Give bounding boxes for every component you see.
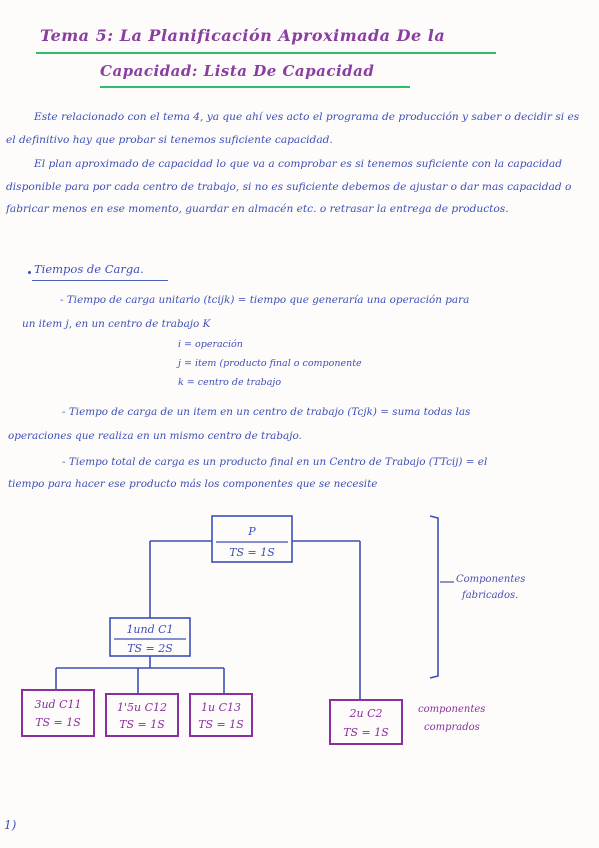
legend-k: k = centro de trabajo xyxy=(178,377,282,388)
bullet-dot xyxy=(28,271,31,274)
definition-1-a: - Tiempo de carga unitario (tcijk) = tie… xyxy=(60,294,470,306)
label-purchased-1: componentes xyxy=(418,704,485,715)
node-c2-ts: TS = 1S xyxy=(343,726,389,739)
node-c13-ts: TS = 1S xyxy=(198,718,244,731)
title-underline-1 xyxy=(36,52,496,54)
legend-j: j = item (producto final o componente xyxy=(178,358,362,369)
label-fabricated-1: Componentes xyxy=(456,574,525,585)
definition-3-b: tiempo para hacer ese producto más los c… xyxy=(8,478,378,490)
tree-connectors xyxy=(55,540,361,700)
node-c12-name: 1'5u C12 xyxy=(117,701,167,714)
node-root-ts: TS = 1S xyxy=(229,546,275,559)
section-underline xyxy=(32,280,168,281)
node-c12: 1'5u C12 TS = 1S xyxy=(105,693,179,737)
node-c1-ts: TS = 2S xyxy=(127,642,173,655)
manufactured-bracket xyxy=(429,515,439,679)
node-c2: 2u C2 TS = 1S xyxy=(329,699,403,745)
node-c11-ts: TS = 1S xyxy=(35,716,81,729)
node-c1: 1und C1 TS = 2S xyxy=(109,617,191,657)
node-c11-name: 3ud C11 xyxy=(34,698,81,711)
label-purchased-2: comprados xyxy=(424,722,480,733)
title-line-1: Tema 5: La Planificación Aproximada De l… xyxy=(40,26,446,45)
legend-i: i = operación xyxy=(178,339,243,350)
title-underline-2 xyxy=(100,86,410,88)
node-c13: 1u C13 TS = 1S xyxy=(189,693,253,737)
node-c11: 3ud C11 TS = 1S xyxy=(21,689,95,737)
intro-paragraph-1: Este relacionado con el tema 4, ya que a… xyxy=(6,111,580,146)
node-c2-name: 2u C2 xyxy=(349,707,383,720)
intro-paragraph-2: El plan aproximado de capacidad lo que v… xyxy=(6,158,572,215)
section-heading: Tiempos de Carga. xyxy=(34,262,144,276)
definition-3-a: - Tiempo total de carga es un producto f… xyxy=(62,456,488,468)
definition-2-a: - Tiempo de carga de un item en un centr… xyxy=(62,406,471,418)
title-line-2: Capacidad: Lista De Capacidad xyxy=(100,62,375,80)
node-c1-name: 1und C1 xyxy=(126,623,173,636)
page-number: 1) xyxy=(4,818,17,832)
node-root-name: P xyxy=(247,525,256,538)
node-c12-ts: TS = 1S xyxy=(119,718,165,731)
node-c13-name: 1u C13 xyxy=(201,701,241,714)
definition-1-b: un item j, en un centro de trabajo K xyxy=(22,318,211,330)
node-root: P TS = 1S xyxy=(211,515,293,563)
definition-2-b: operaciones que realiza en un mismo cent… xyxy=(8,430,302,442)
label-fabricated-2: fabricados. xyxy=(461,590,518,601)
